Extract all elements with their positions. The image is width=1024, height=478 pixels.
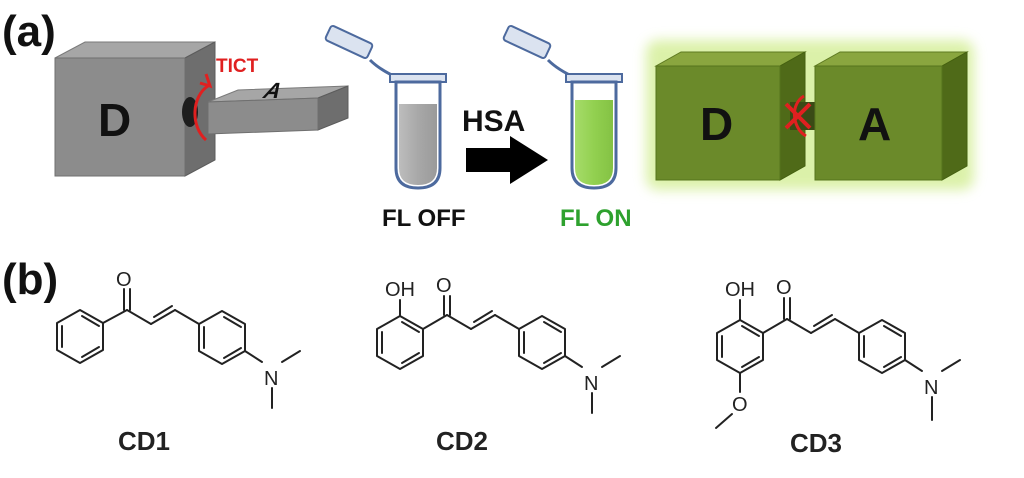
reaction-arrow <box>466 136 548 184</box>
cd3-hydroxyl: OH <box>725 279 755 301</box>
structure-cd3 <box>715 297 961 429</box>
cd1-nitrogen: N <box>264 368 278 390</box>
cd2-nitrogen: N <box>584 373 598 395</box>
cd3-nitrogen: N <box>924 377 938 399</box>
cd2-hydroxyl: OH <box>385 279 415 301</box>
hsa-label: HSA <box>462 105 525 138</box>
cd3-oxygen: O <box>776 277 792 299</box>
fl-off-label: FL OFF <box>382 205 466 232</box>
tict-label: TICT <box>216 56 259 77</box>
structure-cd1 <box>56 288 301 409</box>
cd1-label: CD1 <box>118 426 170 456</box>
rotation-arrow-head <box>199 73 213 89</box>
blocked-x-mark <box>784 102 812 130</box>
cd3-label: CD3 <box>790 428 842 458</box>
panel-a-label: (a) <box>2 7 56 56</box>
bound-acceptor-label: A <box>858 98 891 150</box>
structure-cd2 <box>376 295 621 414</box>
cd1-oxygen: O <box>116 269 132 291</box>
donor-cube <box>54 41 216 177</box>
fl-on-label: FL ON <box>560 205 632 232</box>
tube-off <box>324 25 447 190</box>
bound-donor-label: D <box>700 98 733 150</box>
cd2-oxygen: O <box>436 275 452 297</box>
cd3-methoxy-oxygen: O <box>732 394 748 416</box>
bound-acceptor-cube <box>813 51 969 181</box>
panel-b-label: (b) <box>2 255 58 304</box>
blocked-rotation-arrow <box>793 94 807 138</box>
rotation-arrow <box>193 84 209 142</box>
donor-label: D <box>98 94 131 146</box>
tube-on <box>502 25 623 190</box>
acceptor-bar <box>207 85 349 135</box>
cd2-label: CD2 <box>436 426 488 456</box>
